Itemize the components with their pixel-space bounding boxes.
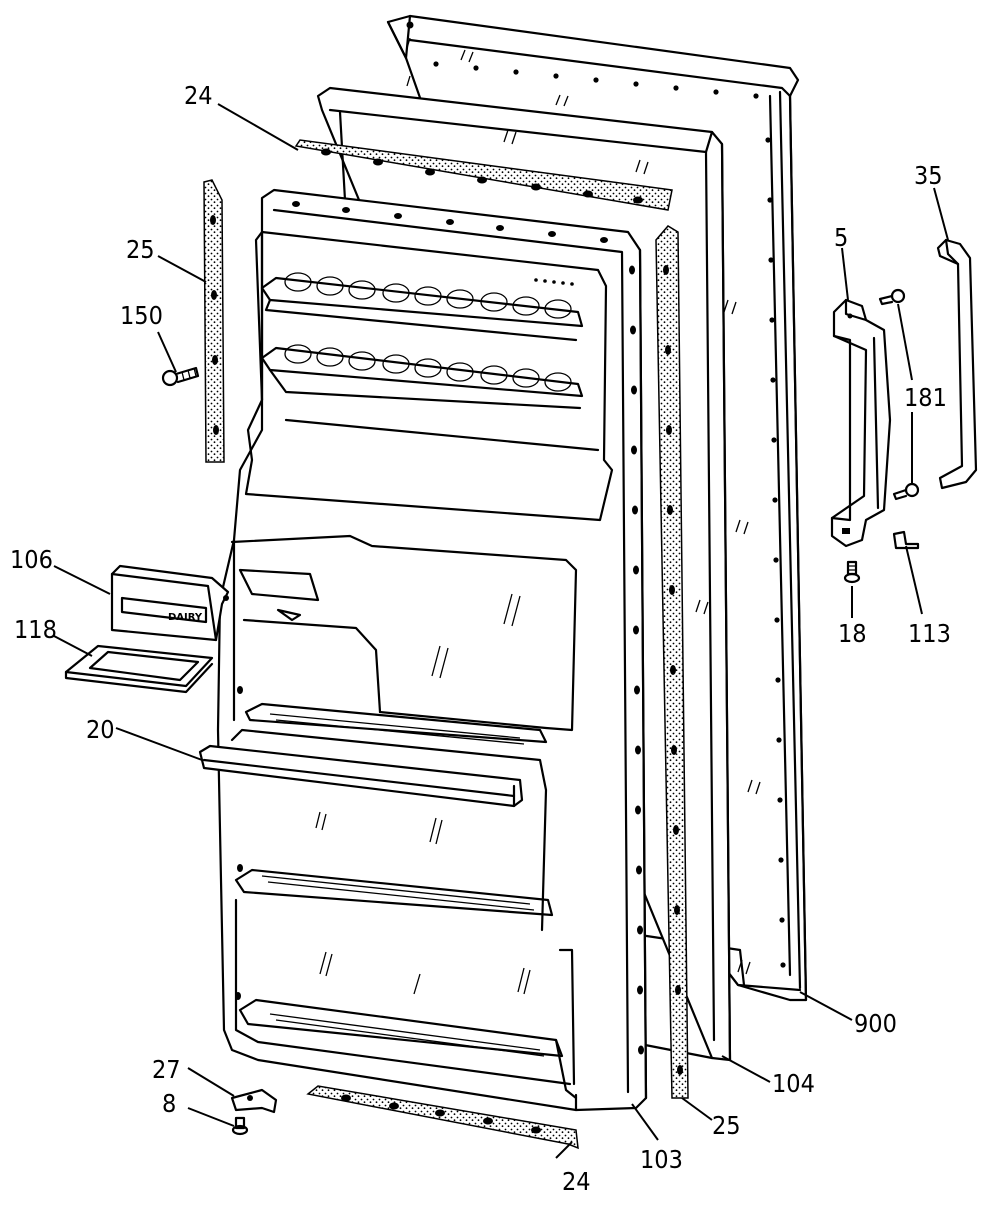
inner-door-liner-103 (216, 188, 648, 1112)
callout-5: 5 (834, 223, 848, 252)
callout-900: 900 (854, 1009, 897, 1038)
callout-103: 103 (640, 1145, 683, 1174)
callout-27: 27 (152, 1055, 181, 1084)
screw-8 (231, 1116, 249, 1136)
callouts: 24 25 150 106 118 20 27 8 24 103 25 104 … (10, 81, 951, 1196)
shelf-bar-20 (198, 744, 524, 808)
clip-113 (892, 530, 920, 550)
screw-18 (843, 560, 861, 584)
callout-181: 181 (904, 383, 947, 412)
callout-113: 113 (908, 619, 951, 648)
callout-104: 104 (772, 1069, 815, 1098)
gasket-strip-25-left (203, 179, 225, 463)
callout-150: 150 (120, 301, 163, 330)
callout-25-left: 25 (126, 235, 155, 264)
gasket-strip-24-top (294, 139, 673, 211)
screws-181 (878, 288, 920, 501)
hinge-bracket-27 (230, 1088, 278, 1114)
callout-25-bottom: 25 (712, 1111, 741, 1140)
screw-150 (161, 366, 200, 387)
callout-118: 118 (14, 615, 57, 644)
callout-20: 20 (86, 715, 115, 744)
leader-lines (53, 103, 949, 1159)
gasket-strip-24-bottom (306, 1085, 579, 1150)
callout-24-bottom: 24 (562, 1167, 591, 1196)
door-handle-5 (830, 298, 892, 548)
gasket-strip-25-right (655, 225, 689, 1099)
callout-24-top: 24 (184, 81, 213, 110)
callout-106: 106 (10, 545, 53, 574)
callout-8: 8 (162, 1089, 176, 1118)
dairy-label: DAIRY (168, 612, 203, 623)
dairy-door-106: DAIRY (110, 564, 230, 642)
callout-18: 18 (838, 619, 867, 648)
handle-trim-35 (936, 238, 978, 490)
callout-35: 35 (914, 161, 943, 190)
